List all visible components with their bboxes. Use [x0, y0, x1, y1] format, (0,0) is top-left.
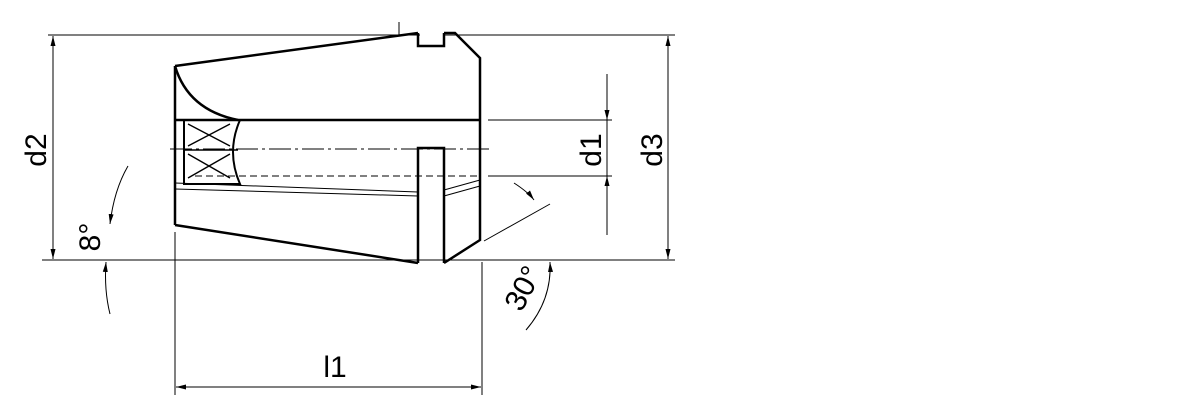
inner-thin-line-1: [174, 182, 419, 193]
right-end-outline: [443, 31, 482, 265]
collet-body: [170, 31, 492, 265]
label-l1: l1: [323, 351, 346, 384]
label-d2: d2: [20, 133, 53, 166]
inner-thin-line-4: [443, 185, 481, 197]
dimension-labels: d2 d1 d3 l1 8° 30°: [20, 133, 669, 384]
inner-thin-line-2: [174, 188, 419, 197]
dim-8deg-arc-lower: [102, 261, 111, 315]
label-d1: d1: [575, 133, 608, 166]
top-taper-line: [174, 31, 419, 68]
dim-30deg-arc-upper: [513, 182, 535, 201]
inner-cone-curve: [173, 65, 239, 122]
extension-lines: [42, 22, 675, 395]
ext-chamfer: [483, 203, 551, 242]
inner-thin-line-3: [443, 179, 481, 191]
label-d3: d3: [636, 133, 669, 166]
bottom-slot: [416, 146, 446, 263]
label-8-degrees: 8°: [74, 223, 107, 252]
top-slot: [416, 33, 446, 48]
seat-cross-upper: [187, 123, 231, 147]
seat-profile: [183, 119, 242, 185]
dim-8deg-arc-upper: [108, 165, 129, 225]
seat-cross-lower: [187, 153, 231, 179]
dim-30deg-arc-lower: [525, 261, 554, 331]
bottom-taper-line: [174, 223, 419, 265]
dimension-lines: [50, 36, 671, 390]
